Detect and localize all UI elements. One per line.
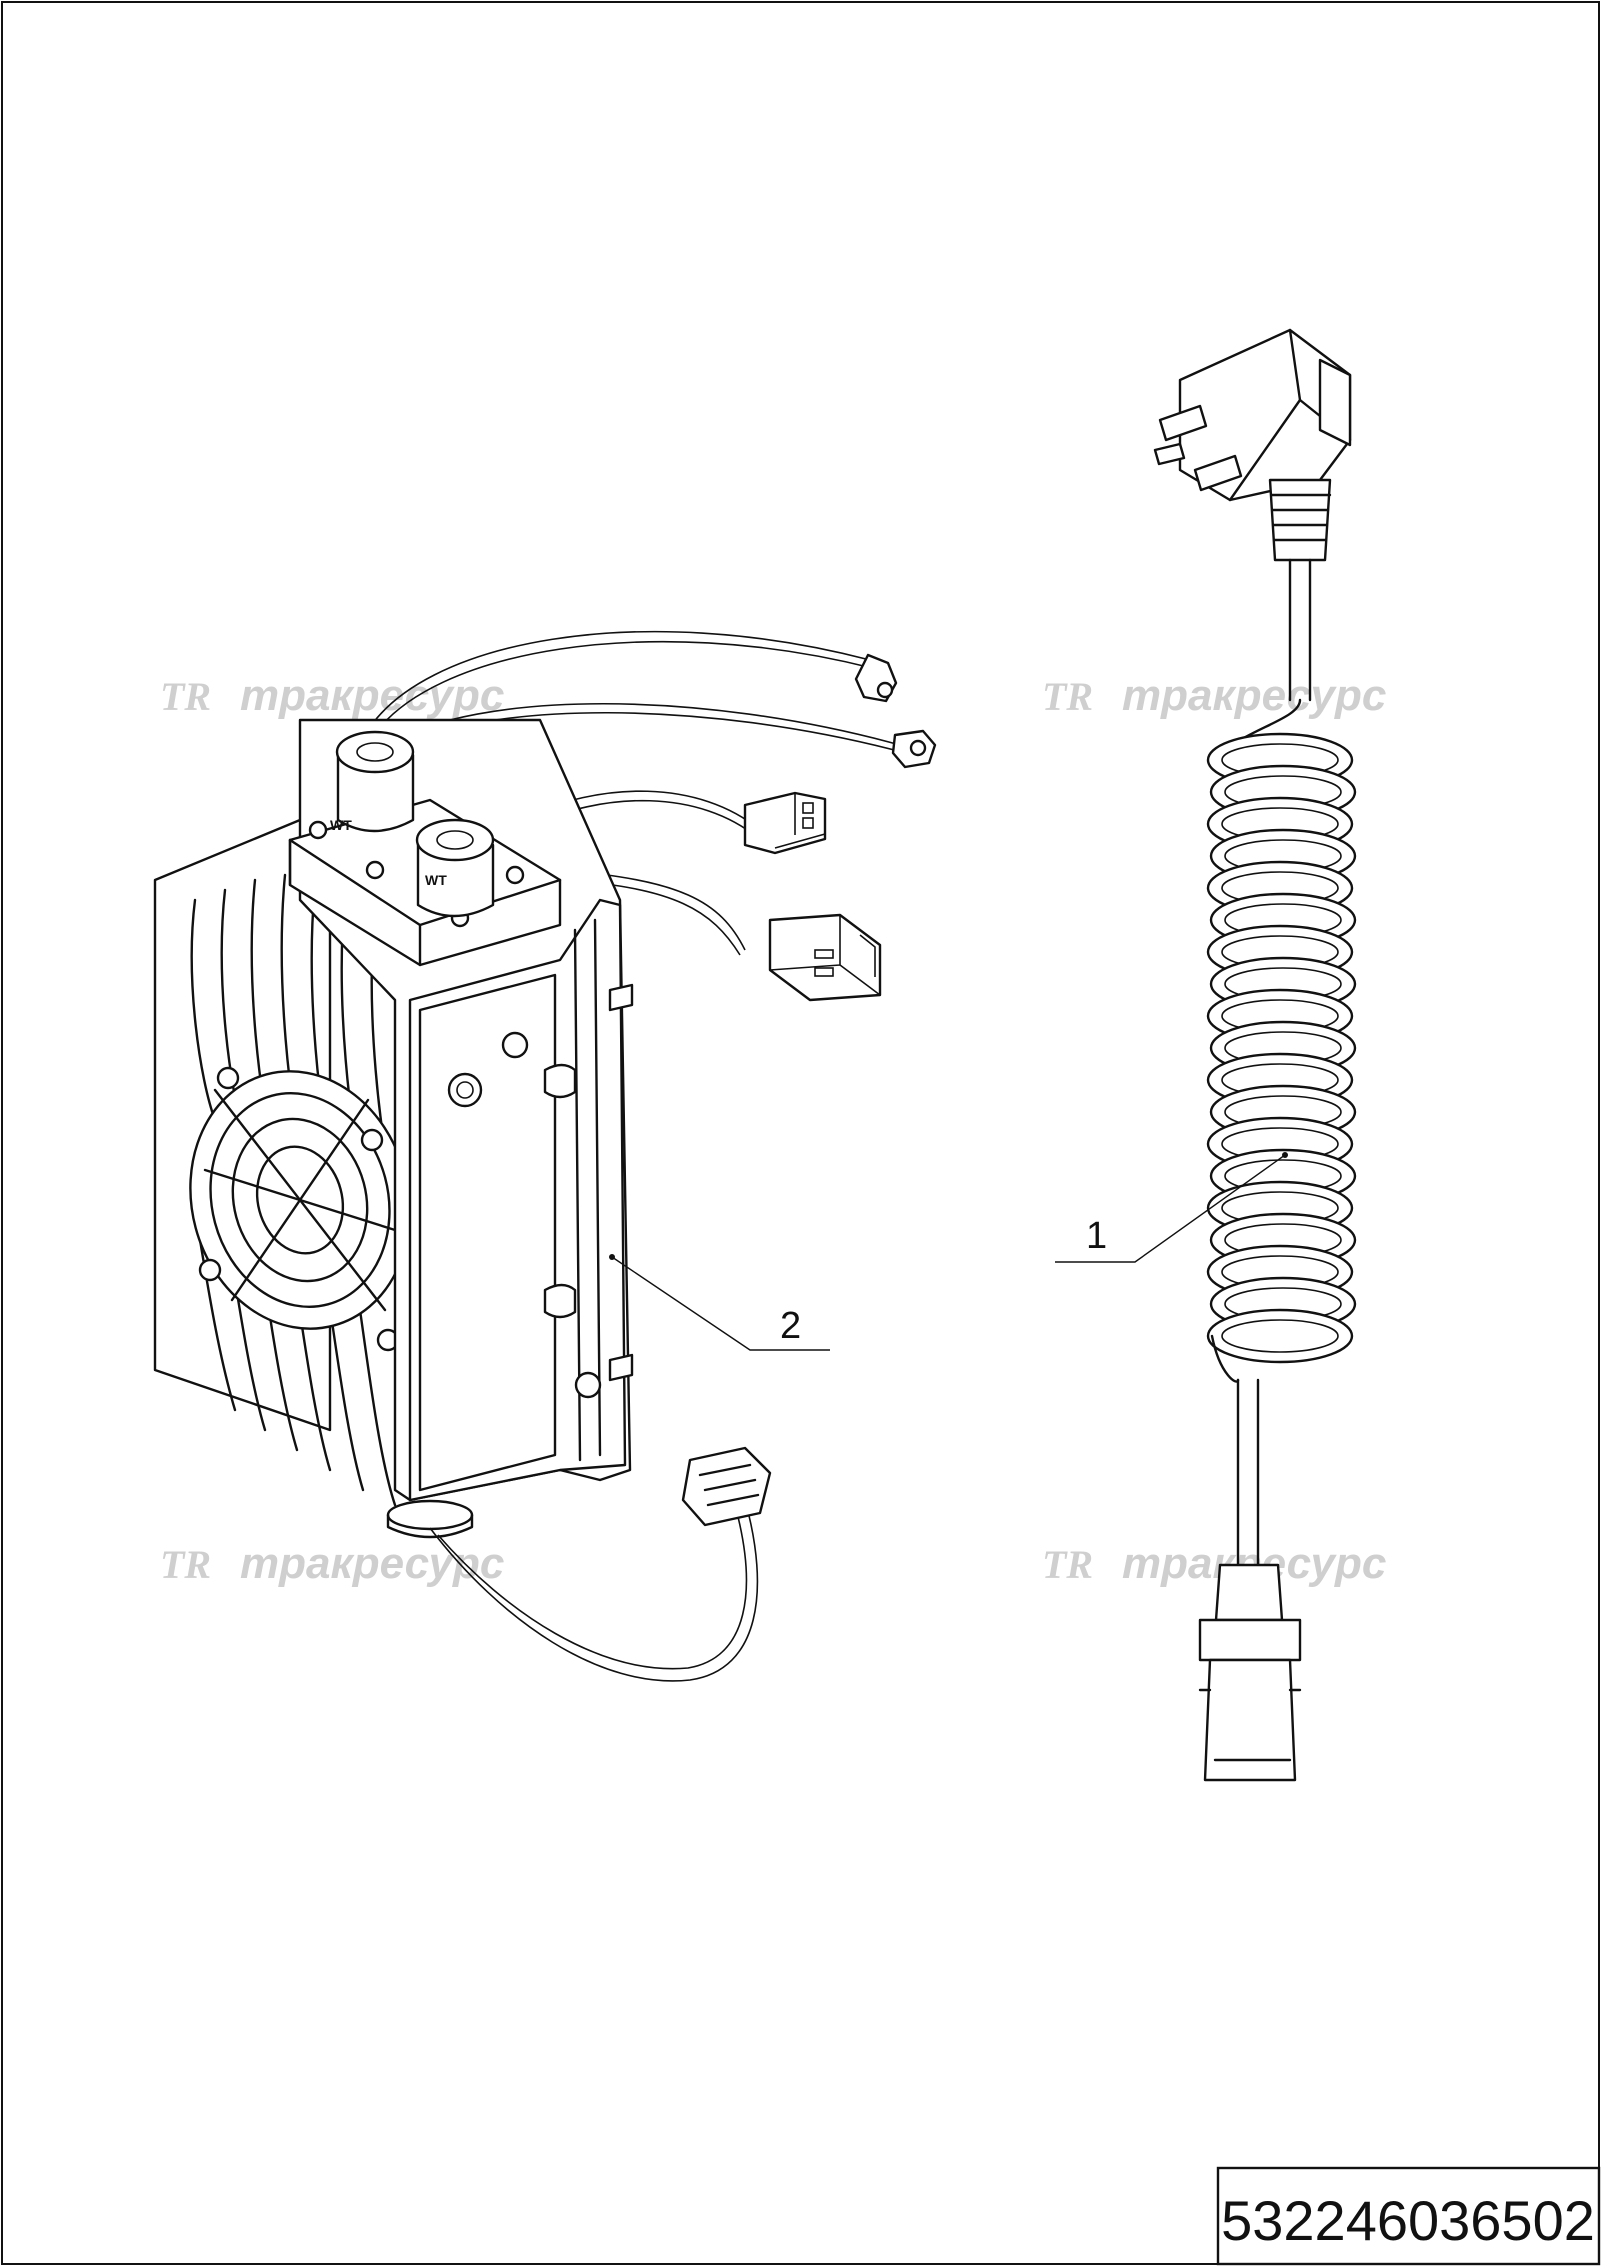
catalog-number: 532246036502 xyxy=(1221,2189,1595,2252)
switch-left: WT xyxy=(330,730,415,833)
coil-loop-inner xyxy=(1221,1319,1339,1353)
watermark-logo: TR xyxy=(1042,674,1093,719)
wire-top-1 xyxy=(364,630,871,736)
watermark-text: тракресурс xyxy=(240,671,504,720)
watermark-top-left: TR тракресурс xyxy=(160,671,504,720)
ring-terminal-2 xyxy=(891,729,937,769)
coil-loop xyxy=(1206,1308,1354,1364)
leader-2 xyxy=(611,1256,830,1351)
switch-right-label: WT xyxy=(425,872,447,888)
leader-1 xyxy=(1055,1154,1286,1263)
bottom-plug xyxy=(681,1446,772,1527)
cord-coil xyxy=(1206,698,1357,1383)
fan-guard xyxy=(189,1066,411,1352)
watermark-text: тракресурс xyxy=(1122,671,1386,720)
wire-top-1b xyxy=(371,640,873,739)
watermark-top-right: TR тракресурс xyxy=(1042,671,1386,720)
switch-right: WT xyxy=(415,818,495,918)
watermark-logo: TR xyxy=(160,1542,211,1587)
power-cord: 1 xyxy=(1055,328,1357,1782)
wall-plug xyxy=(1153,328,1352,502)
iec-connector xyxy=(1198,1563,1302,1782)
watermark-logo: TR xyxy=(1042,1542,1093,1587)
catalog-number-box: 532246036502 xyxy=(1216,2166,1601,2266)
switch-left-label: WT xyxy=(330,817,352,833)
callout-part-2: 2 xyxy=(780,1305,801,1347)
connector-b xyxy=(768,913,882,1002)
bottom-cable xyxy=(429,1499,759,1682)
bottom-cable-b xyxy=(437,1504,748,1670)
ring-terminal-1 xyxy=(854,653,898,703)
plug-strain-relief xyxy=(1268,478,1332,562)
connector-a xyxy=(743,791,827,855)
charger-unit: WT WT 2 xyxy=(153,630,937,1682)
callout-part-1: 1 xyxy=(1086,1215,1107,1257)
watermark-logo: TR xyxy=(160,674,211,719)
